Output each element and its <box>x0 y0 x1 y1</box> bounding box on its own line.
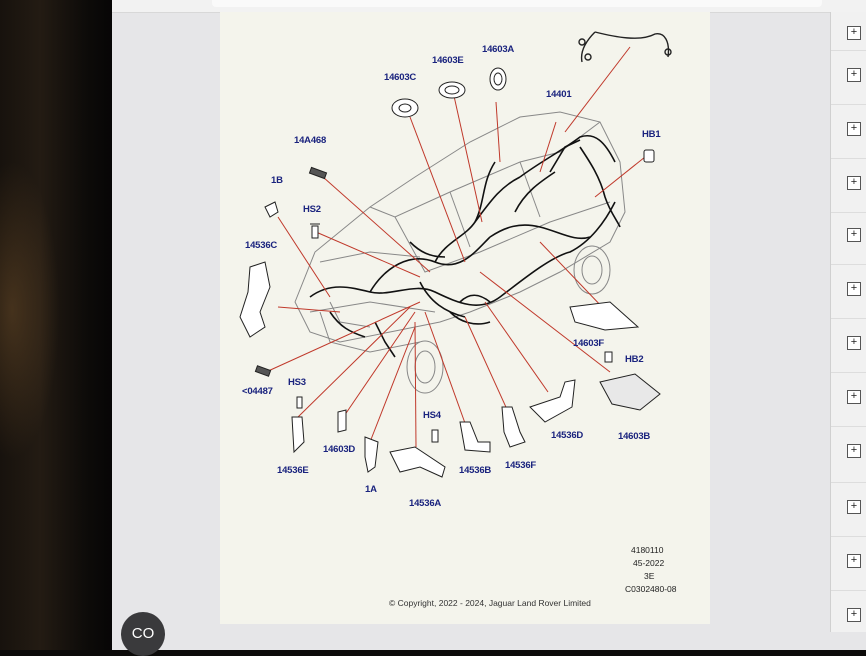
expand-icon[interactable]: + <box>847 554 861 568</box>
callout-1B[interactable]: 1B <box>271 175 283 186</box>
toolbar-tab[interactable] <box>212 0 822 7</box>
part-14536D <box>529 379 576 423</box>
callout-14536F[interactable]: 14536F <box>505 460 537 471</box>
callout-14536D[interactable]: 14536D <box>551 430 584 441</box>
callout-HS2[interactable]: HS2 <box>303 204 321 215</box>
reference-code-1: 4180110 <box>631 545 664 555</box>
panel-divider <box>831 590 866 591</box>
reference-code-4: C0302480-08 <box>625 584 677 594</box>
reference-code-3: 3E <box>644 571 655 581</box>
callout-HB2[interactable]: HB2 <box>625 354 644 365</box>
part-14603C <box>391 98 419 118</box>
leader-lines <box>265 46 646 448</box>
device-bezel <box>0 0 115 650</box>
callout-14603D[interactable]: 14603D <box>323 444 356 455</box>
panel-divider <box>831 104 866 105</box>
expand-icon[interactable]: + <box>847 176 861 190</box>
expand-icon[interactable]: + <box>847 336 861 350</box>
callout-14603A[interactable]: 14603A <box>482 44 515 55</box>
callout-14603C[interactable]: 14603C <box>384 72 417 83</box>
callout-14536E[interactable]: 14536E <box>277 465 309 476</box>
part-14603F <box>569 301 640 331</box>
callout-14A468[interactable]: 14A468 <box>294 135 327 146</box>
callout-HB1[interactable]: HB1 <box>642 129 661 140</box>
right-expander-panel: + + + + + + + + + + + + <box>830 12 866 632</box>
copyright-notice: © Copyright, 2022 - 2024, Jaguar Land Ro… <box>389 598 591 608</box>
panel-divider <box>831 426 866 427</box>
part-14A468 <box>308 166 328 180</box>
panel-divider <box>831 50 866 51</box>
part-14536F <box>501 406 526 448</box>
callout-04487[interactable]: <04487 <box>242 386 273 397</box>
expand-icon[interactable]: + <box>847 500 861 514</box>
part-1B <box>264 201 279 218</box>
reference-code-2: 45-2022 <box>633 558 665 568</box>
expand-icon[interactable]: + <box>847 390 861 404</box>
panel-divider <box>831 482 866 483</box>
callout-14536C[interactable]: 14536C <box>245 240 278 251</box>
callout-14401[interactable]: 14401 <box>546 89 572 100</box>
expand-icon[interactable]: + <box>847 26 861 40</box>
part-14536A <box>389 446 446 478</box>
part-14603D <box>337 409 347 433</box>
callout-HS4[interactable]: HS4 <box>423 410 441 421</box>
vehicle-outline <box>294 111 626 394</box>
callout-1A[interactable]: 1A <box>365 484 377 495</box>
bezel-reflection <box>0 160 60 460</box>
diagram-page: 14603A 14603E 14603C 14401 14A468 HB1 1B… <box>220 12 710 624</box>
callout-14603F[interactable]: 14603F <box>573 338 605 349</box>
callout-14536B[interactable]: 14536B <box>459 465 492 476</box>
part-14603B <box>599 373 661 411</box>
part-14603E <box>438 81 466 99</box>
expand-icon[interactable]: + <box>847 228 861 242</box>
part-14536C <box>239 261 271 338</box>
panel-divider <box>831 536 866 537</box>
part-HB2 <box>604 351 613 363</box>
panel-divider <box>831 158 866 159</box>
wiring-harness-diagram <box>239 31 672 478</box>
part-1A <box>364 436 379 473</box>
part-04487 <box>254 365 272 377</box>
part-HS4 <box>431 429 439 443</box>
callout-14603B[interactable]: 14603B <box>618 431 651 442</box>
co-button[interactable]: CO <box>121 612 165 656</box>
panel-divider <box>831 264 866 265</box>
expand-icon[interactable]: + <box>847 68 861 82</box>
callout-14536A[interactable]: 14536A <box>409 498 442 509</box>
panel-divider <box>831 372 866 373</box>
harness-14401-coil <box>578 31 672 63</box>
part-HB1 <box>643 149 655 163</box>
callout-14603E[interactable]: 14603E <box>432 55 464 66</box>
panel-divider <box>831 318 866 319</box>
expand-icon[interactable]: + <box>847 608 861 622</box>
part-14536E <box>291 416 305 454</box>
part-14603A <box>489 67 507 91</box>
callout-HS3[interactable]: HS3 <box>288 377 306 388</box>
expand-icon[interactable]: + <box>847 122 861 136</box>
parts <box>239 67 661 478</box>
part-HS3 <box>296 396 303 409</box>
part-14536B <box>459 421 491 453</box>
expand-icon[interactable]: + <box>847 282 861 296</box>
part-HS2 <box>310 223 320 239</box>
expand-icon[interactable]: + <box>847 444 861 458</box>
wiring-harness <box>309 135 621 358</box>
panel-divider <box>831 212 866 213</box>
